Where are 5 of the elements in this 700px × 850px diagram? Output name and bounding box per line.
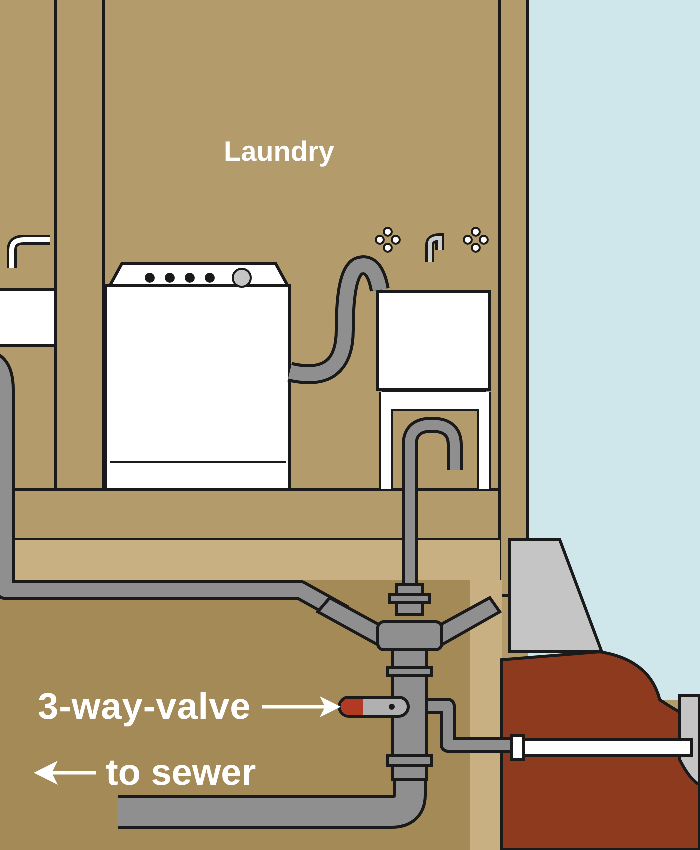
- flow-label: to sewer: [106, 754, 256, 791]
- room-label: Laundry: [224, 138, 334, 166]
- valve-handle: [338, 696, 410, 718]
- callout-label: 3-way-valve: [38, 686, 260, 726]
- arrow: [262, 696, 341, 718]
